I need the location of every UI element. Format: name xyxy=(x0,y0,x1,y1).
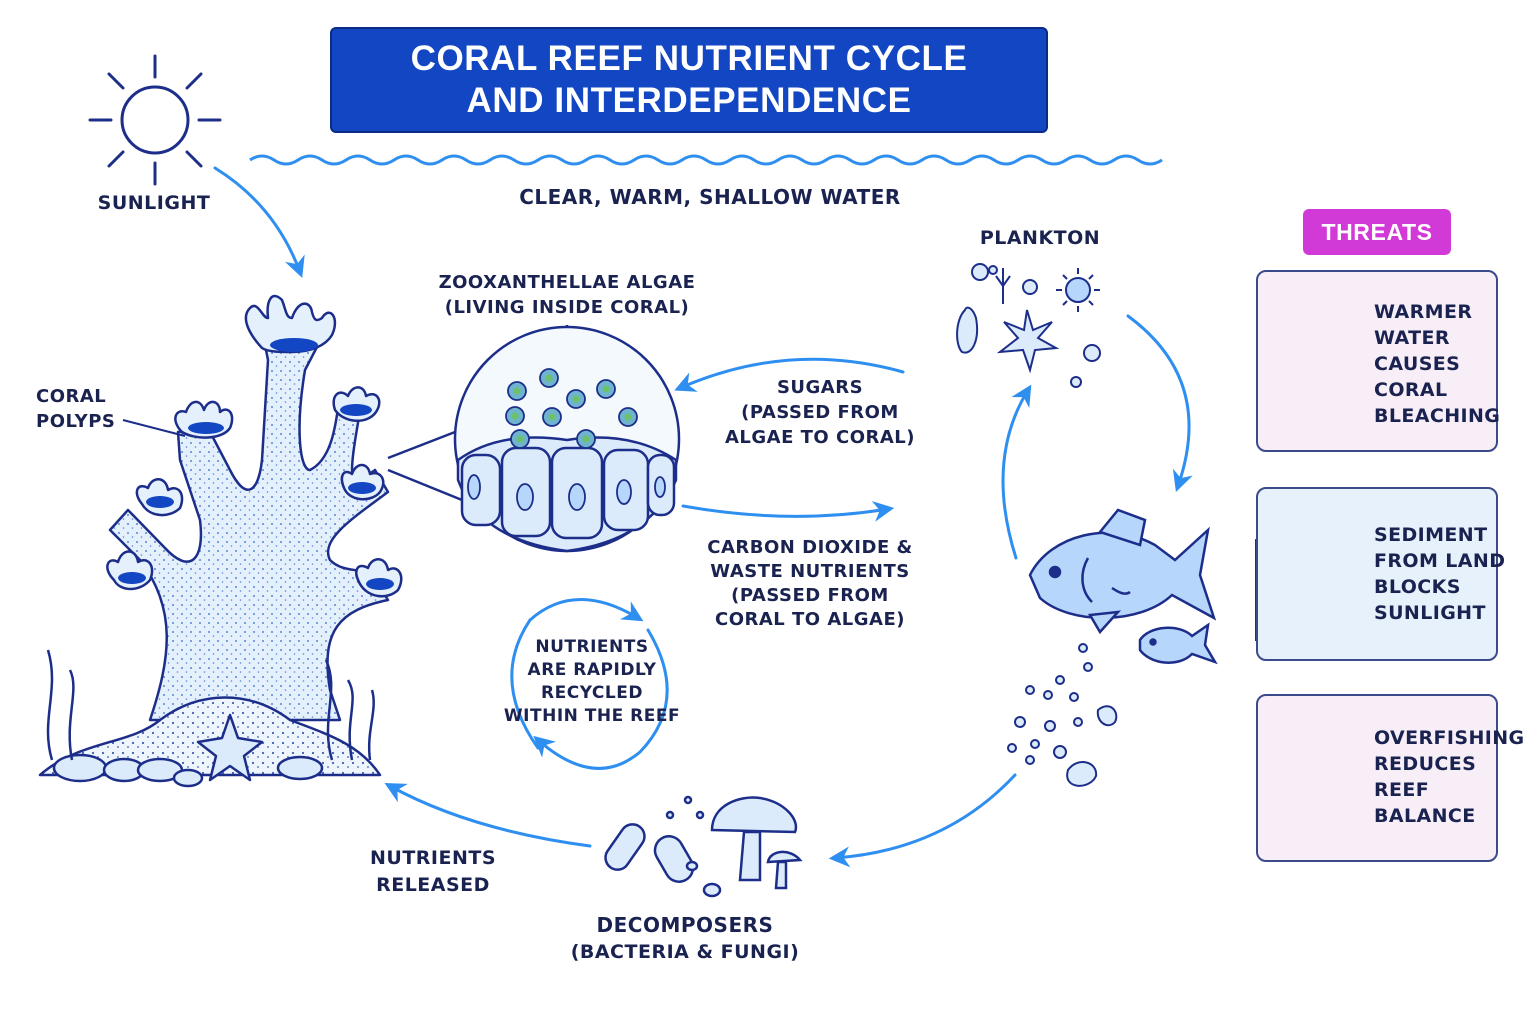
co2-line-2: WASTE NUTRIENTS xyxy=(710,561,910,582)
recycled-line-4: WITHIN THE REEF xyxy=(503,706,681,726)
recycled-line-1: NUTRIENTS xyxy=(535,637,649,657)
nutrients-released-line-1: NUTRIENTS xyxy=(369,847,496,869)
threat-warming-line-3: CAUSES xyxy=(1374,353,1461,375)
zooxanthellae-line-1: ZOOXANTHELLAE ALGAE xyxy=(438,272,696,293)
recycled-line-2: ARE RAPIDLY xyxy=(527,660,657,680)
threat-warming-line-2: WATER xyxy=(1374,327,1450,349)
nutrients-released-label: NUTRIENTS RELEASED xyxy=(360,845,506,899)
recycle-arrow-top xyxy=(510,598,644,750)
threats-badge: THREATS xyxy=(1303,209,1451,255)
sugars-line-2: (PASSED FROM xyxy=(741,402,899,423)
nutrients-released-arrow xyxy=(384,782,592,848)
title-line-2: AND INTERDEPENDENCE xyxy=(466,81,912,120)
threat-sediment-line-2: FROM LAND xyxy=(1374,550,1506,572)
coral-polyps-line-1: CORAL xyxy=(36,386,107,407)
recycled-line-3: RECYCLED xyxy=(541,683,643,703)
threat-card-overfishing: OVERFISHING REDUCES REEF BALANCE xyxy=(1256,694,1524,862)
threat-sediment-line-1: SEDIMENT xyxy=(1374,524,1488,546)
water-surface-wave xyxy=(249,154,1163,166)
threat-warming-line-1: WARMER xyxy=(1374,301,1473,323)
sugars-line-3: ALGAE TO CORAL) xyxy=(724,427,915,448)
co2-line-4: CORAL TO ALGAE) xyxy=(714,609,905,630)
decomposers-label: DECOMPOSERS (BACTERIA & FUNGI) xyxy=(570,912,800,966)
threat-warming-text: WARMER WATER CAUSES CORAL BLEACHING xyxy=(1374,299,1500,429)
fish-illustration xyxy=(1028,508,1218,665)
co2-line-3: (PASSED FROM xyxy=(731,585,889,606)
fish-waste-arrow xyxy=(828,773,1017,868)
co2-arrow xyxy=(681,501,895,522)
threat-warming-line-5: BLEACHING xyxy=(1374,405,1501,427)
threat-warming-line-4: CORAL xyxy=(1374,379,1448,401)
waste-particles xyxy=(1007,643,1118,787)
co2-line-1: CARBON DIOXIDE & xyxy=(707,537,913,558)
threat-sediment-line-4: SUNLIGHT xyxy=(1374,602,1486,624)
threat-sediment-line-3: BLOCKS xyxy=(1374,576,1461,598)
coral-illustration xyxy=(38,294,403,788)
zooxanthellae-magnified-view xyxy=(387,325,681,553)
fish-to-plankton-arrow xyxy=(1001,384,1032,560)
sugars-arrow xyxy=(674,357,905,392)
sun-icon xyxy=(88,54,222,186)
decomposers-illustration xyxy=(604,795,803,898)
threat-overfishing-line-1: OVERFISHING xyxy=(1374,727,1525,749)
plankton-to-fish-arrow xyxy=(1126,314,1193,492)
coral-polyps-leader xyxy=(122,419,186,437)
sugars-label: SUGARS (PASSED FROM ALGAE TO CORAL) xyxy=(720,375,920,450)
sunlight-arrow xyxy=(213,166,305,278)
threat-card-warming: WARMER WATER CAUSES CORAL BLEACHING xyxy=(1256,270,1500,452)
nutrients-released-line-2: RELEASED xyxy=(376,874,490,896)
threat-overfishing-text: OVERFISHING REDUCES REEF BALANCE xyxy=(1374,725,1525,829)
threat-overfishing-line-3: REEF xyxy=(1374,779,1430,801)
coral-polyps-line-2: POLYPS xyxy=(36,411,116,432)
sunlight-label: SUNLIGHT xyxy=(97,192,211,214)
threat-card-sediment: SEDIMENT FROM LAND BLOCKS SUNLIGHT xyxy=(1256,487,1505,661)
coral-polyps-label: CORAL POLYPS xyxy=(36,384,128,434)
sugars-line-1: SUGARS xyxy=(776,377,864,398)
zooxanthellae-label: ZOOXANTHELLAE ALGAE (LIVING INSIDE CORAL… xyxy=(432,270,702,320)
threat-sediment-text: SEDIMENT FROM LAND BLOCKS SUNLIGHT xyxy=(1374,522,1505,626)
decomposers-line-2: (BACTERIA & FUNGI) xyxy=(570,941,800,963)
recycle-arrow-bottom xyxy=(533,628,669,770)
recycled-label: NUTRIENTS ARE RAPIDLY RECYCLED WITHIN TH… xyxy=(503,636,681,728)
threat-overfishing-line-4: BALANCE xyxy=(1374,805,1476,827)
water-label: CLEAR, WARM, SHALLOW WATER xyxy=(519,185,901,209)
title-line-1: CORAL REEF NUTRIENT CYCLE xyxy=(410,39,968,78)
zooxanthellae-line-2: (LIVING INSIDE CORAL) xyxy=(444,297,690,318)
plankton-label: PLANKTON xyxy=(979,227,1101,249)
title-banner: CORAL REEF NUTRIENT CYCLE AND INTERDEPEN… xyxy=(330,27,1048,133)
threat-overfishing-line-2: REDUCES xyxy=(1374,753,1477,775)
decomposers-line-1: DECOMPOSERS xyxy=(596,913,774,937)
co2-label: CARBON DIOXIDE & WASTE NUTRIENTS (PASSED… xyxy=(700,536,920,632)
plankton-illustration xyxy=(956,263,1101,388)
